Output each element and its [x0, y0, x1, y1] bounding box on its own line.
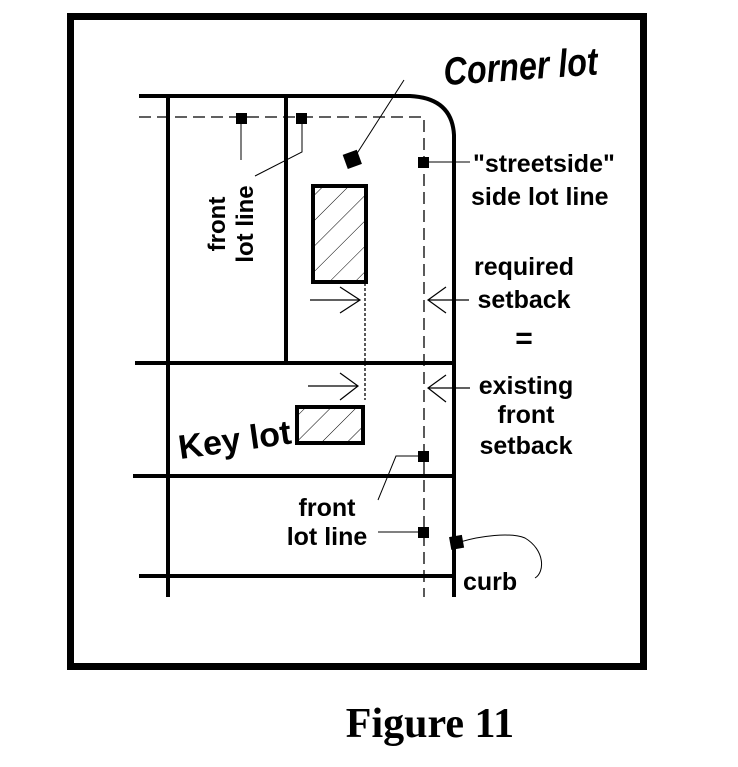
marker-streetside [418, 157, 429, 168]
streetside-label-line1: "streetside" [473, 150, 615, 178]
leader-lines [240, 79, 543, 579]
top-street-curb [139, 94, 456, 597]
existing-front-setback-line3: setback [479, 432, 572, 460]
arrow-left-upper [426, 286, 469, 314]
arrow-right-lower [308, 372, 360, 401]
corner-lot-label: Corner lot [442, 39, 601, 93]
front-lot-line-dashed [139, 116, 425, 597]
existing-front-setback-line1: existing [479, 372, 573, 400]
frame-border [67, 13, 647, 670]
required-setback-line2: setback [477, 286, 570, 314]
front-lot-line-bottom-line2: lot line [287, 523, 368, 551]
equals-sign: = [515, 322, 533, 355]
marker-front-lower-1 [418, 451, 429, 462]
leader-curb [459, 534, 543, 579]
marker-corner-lot [342, 149, 362, 169]
setback-lines [139, 116, 425, 597]
key-lot-label: Key lot [176, 414, 294, 467]
corner-lot-building [311, 184, 368, 284]
arrow-left-lower [426, 374, 470, 403]
existing-front-setback-line2: front [498, 401, 556, 429]
lot-lines [133, 94, 456, 597]
front-lot-line-bottom-line1: front [299, 494, 357, 522]
leader-front-lower-1 [377, 455, 423, 501]
setback-arrows [308, 286, 470, 403]
marker-front-2 [296, 113, 307, 124]
marker-front-lower-2 [418, 527, 429, 538]
arrow-right-upper [310, 286, 362, 314]
marker-curb [449, 534, 465, 550]
required-setback-line1: required [474, 253, 574, 281]
front-lot-line-top-line2: lot line [232, 185, 259, 262]
streetside-label-line2: side lot line [471, 183, 609, 211]
marker-front-1 [236, 113, 247, 124]
figure-caption: Figure 11 [346, 701, 514, 747]
curb-label: curb [463, 568, 517, 596]
front-lot-line-label-top: front lot line [204, 185, 259, 262]
point-markers [236, 113, 465, 550]
leader-corner-lot [355, 79, 405, 156]
leader-front-2 [254, 119, 303, 177]
key-lot-building [295, 405, 365, 445]
front-lot-line-top-line1: front [204, 197, 231, 252]
